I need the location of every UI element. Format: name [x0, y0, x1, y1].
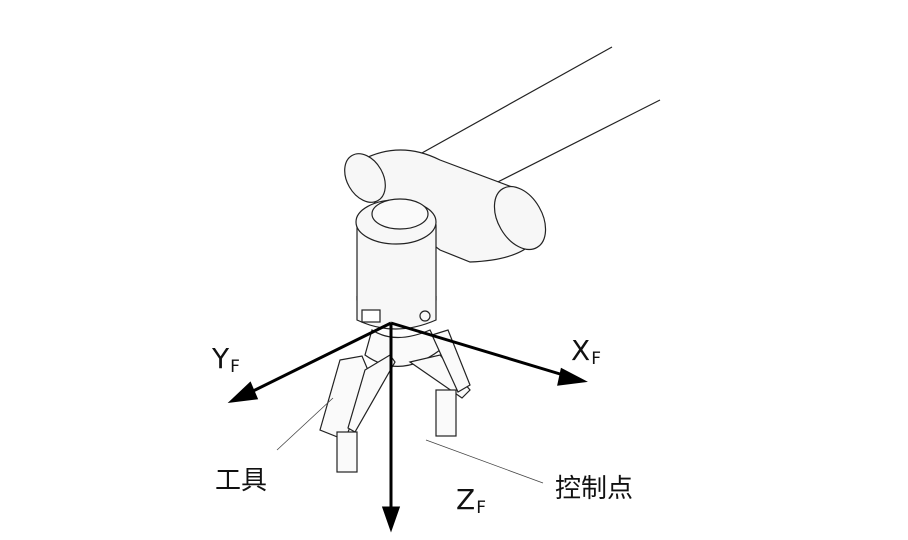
z-axis-label-main: Z: [456, 483, 476, 516]
y-axis-label-sub: F: [230, 357, 240, 377]
z-arrowhead: [381, 506, 401, 533]
z-axis-label-sub: F: [476, 498, 486, 518]
tool-leader-line: [276, 397, 334, 451]
z-axis-label: ZF: [456, 486, 486, 517]
y-axis-label: YF: [212, 345, 240, 376]
x-axis-label-main: X: [571, 334, 591, 367]
control-point-label: 控制点: [555, 474, 634, 504]
y-axis-label-main: Y: [212, 342, 230, 375]
frame-axes: [227, 321, 588, 533]
tool-label: 工具: [215, 466, 268, 496]
control-point-leader-line: [425, 439, 544, 484]
x-axis-label: XF: [571, 337, 601, 368]
gripper: [319, 329, 471, 473]
x-axis: [390, 321, 571, 379]
x-axis-label-sub: F: [591, 349, 601, 369]
x-arrowhead: [557, 367, 588, 386]
y-axis: [244, 321, 392, 397]
robot-arm: [344, 46, 661, 330]
y-arrowhead: [227, 381, 259, 404]
